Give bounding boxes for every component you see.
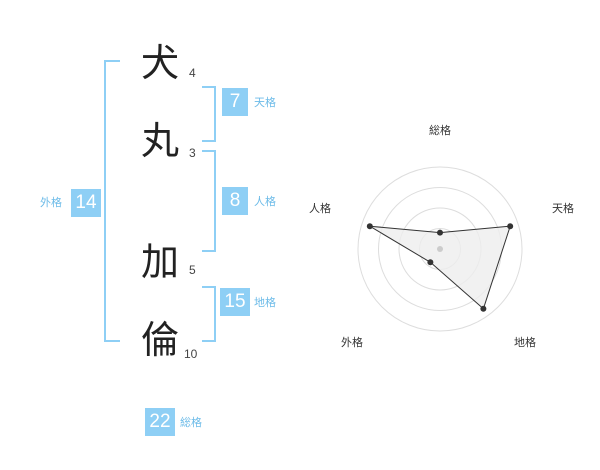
name-char-3: 加 [140, 240, 179, 284]
jinkaku-label: 人格 [254, 195, 276, 208]
radar-point-1 [507, 223, 514, 230]
gaikaku-label: 外格 [40, 196, 62, 209]
chikaku-badge: 15 [220, 288, 250, 316]
stroke-count-2: 3 [189, 146, 196, 160]
radar-polygon [369, 225, 511, 310]
radar-axis-label-jinkaku: 人格 [309, 201, 331, 215]
radar-center-dot [437, 246, 443, 252]
radar-ring [357, 166, 523, 332]
radar-axis-label-chikaku: 地格 [514, 335, 536, 349]
fortune-radar-chart: 総格 天格 地格 外格 人格 [309, 123, 574, 349]
radar-point-2 [480, 305, 487, 312]
soukaku-label: 総格 [180, 416, 202, 429]
radar-axis-label-tenkaku: 天格 [552, 201, 574, 215]
name-char-2: 丸 [140, 119, 179, 163]
stroke-count-1: 4 [189, 66, 196, 80]
stroke-count-3: 5 [189, 263, 196, 277]
jinkaku-badge: 8 [222, 187, 248, 215]
name-char-1: 犬 [140, 41, 179, 85]
stroke-count-4: 10 [184, 347, 198, 361]
gaikaku-bracket [104, 60, 120, 342]
gaikaku-badge: 14 [71, 189, 101, 217]
chikaku-bracket [202, 286, 216, 342]
radar-point-4 [366, 223, 373, 230]
radar-axis-label-gaikaku: 外格 [341, 335, 363, 349]
chikaku-label: 地格 [254, 296, 276, 309]
soukaku-badge: 22 [145, 408, 175, 436]
tenkaku-badge: 7 [222, 88, 248, 116]
radar-points [366, 223, 514, 312]
name-char-4: 倫 [140, 318, 179, 362]
radar-point-3 [427, 259, 434, 266]
radar-axis-label-soukaku: 総格 [429, 123, 451, 137]
tenkaku-bracket [202, 86, 216, 142]
radar-point-0 [437, 229, 443, 236]
tenkaku-label: 天格 [254, 96, 276, 109]
jinkaku-bracket [202, 150, 216, 252]
